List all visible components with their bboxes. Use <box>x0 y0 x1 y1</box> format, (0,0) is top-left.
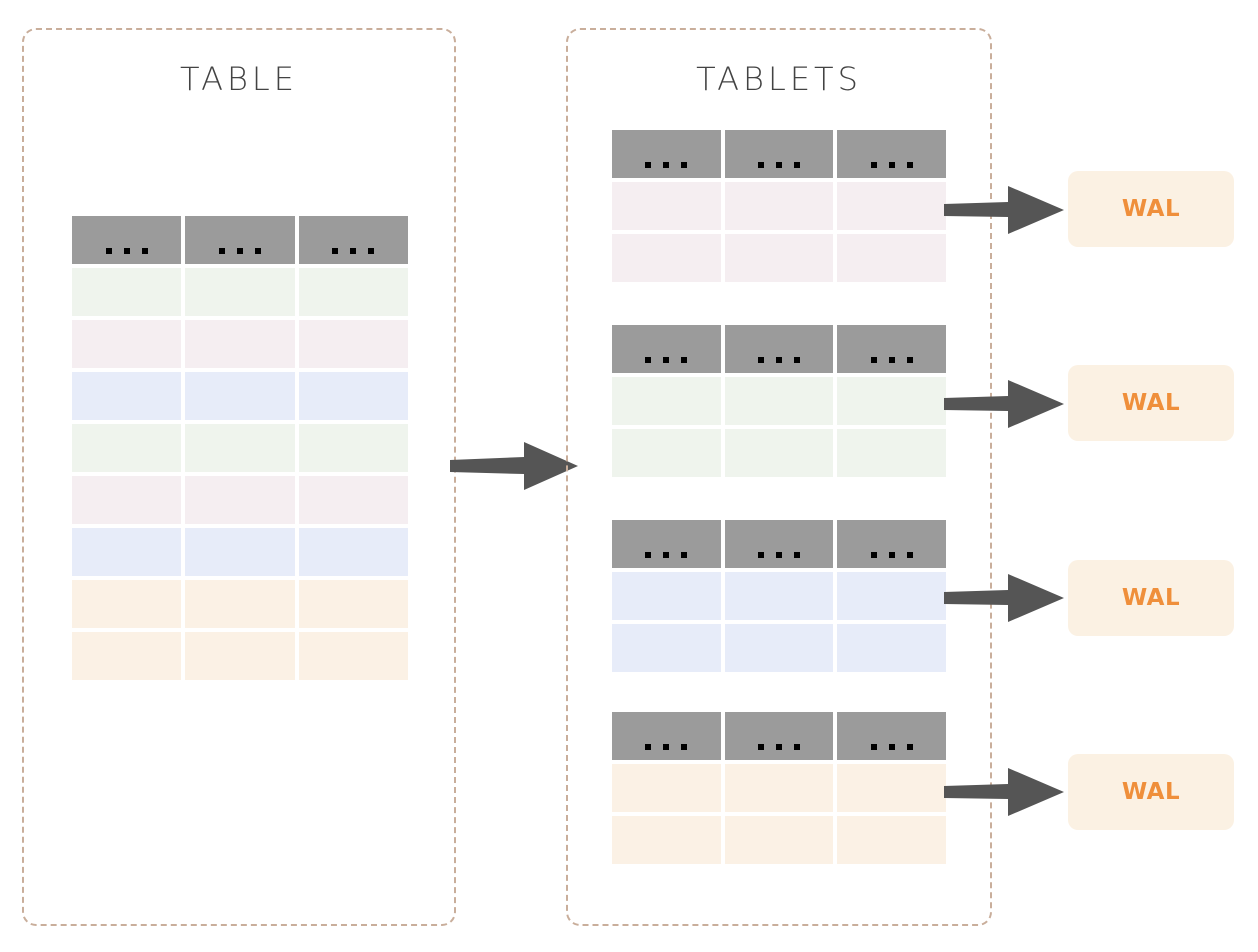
table-row-cell <box>72 476 182 524</box>
tablet-row-cell <box>612 182 721 230</box>
tablet-grid <box>612 520 946 672</box>
tablet-header-cell <box>837 712 946 760</box>
tablet-row-cell <box>837 572 946 620</box>
tablets-group-container: TABLETS <box>566 28 992 926</box>
table-row-cell <box>72 424 182 472</box>
ellipsis-icon <box>757 162 800 168</box>
table-row-cell <box>185 320 295 368</box>
table-grid <box>72 216 408 680</box>
tablet-row-cell <box>612 816 721 864</box>
wal-label: WAL <box>1121 196 1181 222</box>
ellipsis-icon <box>757 744 800 750</box>
ellipsis-icon <box>757 357 800 363</box>
ellipsis-icon <box>645 162 688 168</box>
wal-box: WAL <box>1068 365 1234 441</box>
tablet-header-cell <box>837 325 946 373</box>
tablet-header-cell <box>724 130 834 178</box>
table-row-cell <box>72 268 182 316</box>
tablet-row-cell <box>612 234 721 282</box>
ellipsis-icon <box>218 248 261 254</box>
ellipsis-icon <box>757 552 800 558</box>
tablet-row-cell <box>724 624 834 672</box>
table-row-cell <box>72 580 182 628</box>
ellipsis-icon <box>870 162 913 168</box>
tablet-row-cell <box>724 429 834 477</box>
table-row-cell <box>298 476 408 524</box>
table-row-cell <box>185 424 295 472</box>
ellipsis-icon <box>645 357 688 363</box>
tablet-header-cell <box>612 130 721 178</box>
wal-label: WAL <box>1121 779 1181 805</box>
table-row-cell <box>72 632 182 680</box>
tablet-header-cell <box>837 130 946 178</box>
tablet-header-cell <box>724 712 834 760</box>
tablet-grid <box>612 130 946 282</box>
table-row-cell <box>185 580 295 628</box>
tablet-row-cell <box>837 429 946 477</box>
wal-box: WAL <box>1068 560 1234 636</box>
arrow-table-to-tablets-icon <box>450 442 578 490</box>
table-group-title: TABLE <box>180 60 298 98</box>
wal-label: WAL <box>1121 585 1181 611</box>
table-header-cell <box>72 216 182 264</box>
tablet-row-cell <box>724 377 834 425</box>
table-header-cell <box>185 216 295 264</box>
table-row-cell <box>72 320 182 368</box>
tablet-header-cell <box>612 325 721 373</box>
tablet-row-cell <box>724 234 834 282</box>
tablet-row-cell <box>837 377 946 425</box>
tablet-row-cell <box>612 377 721 425</box>
tablet-row-cell <box>837 624 946 672</box>
tablet-row-cell <box>612 429 721 477</box>
tablet-grid <box>612 712 946 864</box>
ellipsis-icon <box>870 552 913 558</box>
tablet-header-cell <box>612 520 721 568</box>
table-row-cell <box>185 528 295 576</box>
table-row-cell <box>298 268 408 316</box>
wal-box: WAL <box>1068 171 1234 247</box>
tablet-row-cell <box>724 816 834 864</box>
ellipsis-icon <box>870 744 913 750</box>
table-row-cell <box>185 268 295 316</box>
wal-box: WAL <box>1068 754 1234 830</box>
wal-label: WAL <box>1121 390 1181 416</box>
table-row-cell <box>185 632 295 680</box>
ellipsis-icon <box>645 552 688 558</box>
ellipsis-icon <box>105 248 148 254</box>
tablet-row-cell <box>837 182 946 230</box>
ellipsis-icon <box>645 744 688 750</box>
tablet-header-cell <box>837 520 946 568</box>
tablet-grid <box>612 325 946 477</box>
tablet-header-cell <box>724 520 834 568</box>
table-row-cell <box>185 476 295 524</box>
tablet-row-cell <box>837 816 946 864</box>
table-row-cell <box>298 424 408 472</box>
table-row-cell <box>298 372 408 420</box>
tablet-header-cell <box>724 325 834 373</box>
ellipsis-icon <box>870 357 913 363</box>
tablet-row-cell <box>724 572 834 620</box>
tablet-row-cell <box>724 182 834 230</box>
table-row-cell <box>298 632 408 680</box>
tablet-row-cell <box>612 764 721 812</box>
tablet-header-cell <box>612 712 721 760</box>
tablet-row-cell <box>612 572 721 620</box>
table-row-cell <box>298 580 408 628</box>
tablets-group-title: TABLETS <box>696 60 862 98</box>
table-header-cell <box>298 216 408 264</box>
table-row-cell <box>185 372 295 420</box>
table-row-cell <box>72 372 182 420</box>
table-row-cell <box>298 320 408 368</box>
tablet-row-cell <box>837 234 946 282</box>
table-row-cell <box>72 528 182 576</box>
tablet-row-cell <box>724 764 834 812</box>
ellipsis-icon <box>332 248 375 254</box>
table-row-cell <box>298 528 408 576</box>
tablet-row-cell <box>612 624 721 672</box>
tablet-row-cell <box>837 764 946 812</box>
